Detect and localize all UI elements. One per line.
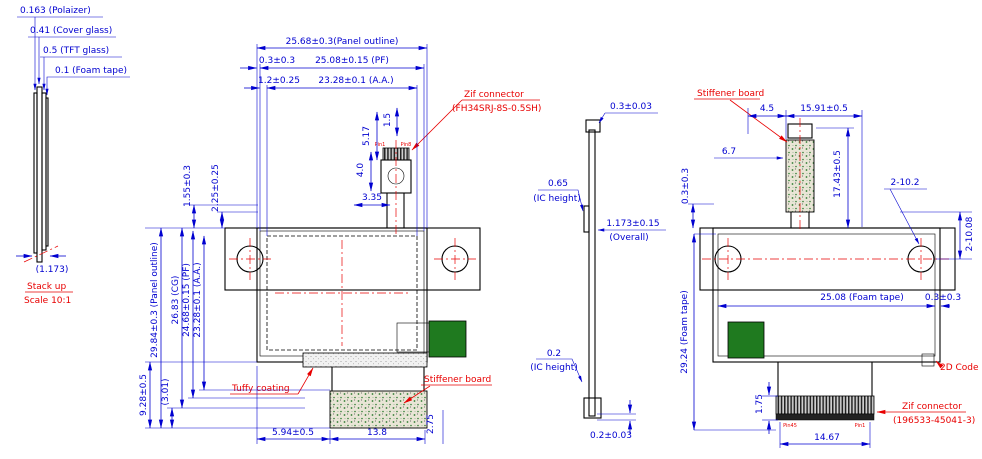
back-2d-code-label: 2D Code	[940, 363, 979, 373]
side-profile	[588, 129, 596, 417]
back-panel-outline	[712, 227, 941, 363]
back-dim-45: 4.5	[760, 104, 774, 114]
dim-301: (3.01)	[161, 378, 171, 405]
dim-offset-12: 1.2±0.25	[258, 76, 300, 86]
side-dim-ic-top-value: 0.65	[548, 179, 568, 189]
front-pin8-label: Pin8	[401, 142, 412, 148]
side-dim-ic-bottom-label: (IC height)	[530, 363, 578, 373]
dim-offset-03: 0.3±0.3	[259, 56, 295, 66]
dim-335: 3.35	[362, 193, 382, 203]
dim-225: 2.25±0.25	[211, 164, 221, 212]
stackup-dim-total: (1.173)	[36, 265, 69, 275]
dim-aa-width: 23.28±0.1 (A.A.)	[318, 76, 393, 86]
stackup-dim-polarizer: 0.163 (Polaizer)	[20, 6, 91, 16]
dim-155: 1.55±0.3	[183, 165, 193, 207]
side-dim-overall-label: (Overall)	[609, 233, 648, 243]
front-stiffener-board	[329, 390, 428, 429]
back-foam-tape-outline	[717, 233, 936, 357]
back-zif-connector	[775, 362, 875, 421]
dim-138: 13.8	[367, 428, 387, 438]
back-dim-foam-offset: 0.3±0.3	[925, 293, 961, 303]
side-top-connector	[585, 119, 601, 133]
stackup-dim-foam-tape: 0.1 (Foam tape)	[55, 66, 127, 76]
stackup-dim-cover-glass: 0.41 (Cover glass)	[30, 26, 112, 36]
side-bottom-connector	[583, 397, 602, 419]
back-pin45-label: Pin45	[783, 423, 797, 429]
dim-594: 5.94±0.5	[272, 428, 314, 438]
front-tuffy-strip	[302, 352, 428, 368]
dim-pf-height: 24.68±0.15 (PF)	[182, 263, 192, 337]
back-zif-label-line2: (196533-45041-3)	[893, 416, 975, 426]
stackup-cross-section	[23, 86, 59, 263]
front-green-component	[428, 320, 467, 358]
back-dim-67: 6.7	[722, 147, 736, 157]
tuffy-coating-label: Tuffy coating	[231, 384, 290, 394]
dim-panel-outline-height: 29.84±0.3 (Panel outline)	[150, 242, 160, 358]
side-dim-overall-value: 1.173±0.15	[606, 219, 659, 229]
front-zif-label-line1: Zif connector	[464, 90, 524, 100]
front-zif-label-line2: (FH34SRJ-8S-0.5SH)	[452, 104, 541, 114]
front-stiffener-label: Stiffener board	[424, 375, 491, 385]
side-dim-ic-top-label: (IC height)	[533, 194, 581, 204]
stackup-scale: Scale 10:1	[24, 296, 71, 306]
dim-aa-height: 23.28±0.1 (A.A.)	[193, 262, 203, 337]
front-zif-connector	[380, 140, 412, 234]
back-view: Pin45 Pin1 Stiffener board 2D Code Zif c…	[680, 89, 979, 448]
front-pin1-label: Pin1	[375, 142, 386, 148]
dim-40: 4.0	[356, 163, 366, 178]
stackup-dim-tft-glass: 0.5 (TFT glass)	[43, 46, 109, 56]
back-2d-code	[921, 353, 935, 367]
break-line	[23, 245, 59, 263]
back-dim-foam-width: 25.08 (Foam tape)	[820, 293, 903, 303]
back-dim-1467: 14.67	[814, 433, 840, 443]
side-dim-bottom: 0.2±0.03	[590, 431, 632, 441]
back-dim-offset-left: 0.3±0.3	[681, 168, 691, 204]
back-zif-label-line1: Zif connector	[902, 402, 962, 412]
dim-cg-height: 26.83 (CG)	[171, 276, 181, 325]
back-top-tail	[785, 118, 815, 232]
side-ic-bump	[583, 205, 590, 233]
stackup-title: Stack up	[27, 282, 66, 292]
side-dim-top: 0.3±0.03	[610, 102, 652, 112]
back-green-component	[727, 321, 765, 359]
back-dim-175: 1.75	[755, 394, 765, 414]
dim-275: 2.75	[426, 414, 436, 434]
dim-517: 5.17	[362, 126, 372, 146]
front-active-area	[266, 235, 418, 351]
back-dim-1743: 17.43±0.5	[833, 150, 843, 198]
dim-pf-width: 25.08±0.15 (PF)	[315, 56, 389, 66]
side-view: 0.3±0.03 0.65 (IC height) 1.173±0.15 (Ov…	[530, 102, 666, 441]
dim-15: 1.5	[383, 113, 393, 127]
side-dim-ic-bottom-value: 0.2	[547, 349, 561, 359]
back-stiffener-label: Stiffener board	[697, 89, 764, 99]
back-dim-holes: 2-10.2	[890, 178, 919, 188]
back-pin1-label: Pin1	[855, 423, 866, 429]
back-dim-holes-right: 2-10.08	[965, 216, 975, 251]
back-dim-foam-height: 29.24 (Foam tape)	[680, 290, 690, 373]
dim-928: 9.28±0.5	[139, 374, 149, 416]
back-dim-1591: 15.91±0.5	[800, 104, 848, 114]
dim-panel-outline-width: 25.68±0.3(Panel outline)	[286, 37, 399, 47]
stackup-view: 0.163 (Polaizer) 0.41 (Cover glass) 0.5 …	[16, 6, 130, 306]
front-view: Pin1 Pin8 Zif connector (FH34SRJ-8S-0.5S…	[139, 37, 541, 444]
